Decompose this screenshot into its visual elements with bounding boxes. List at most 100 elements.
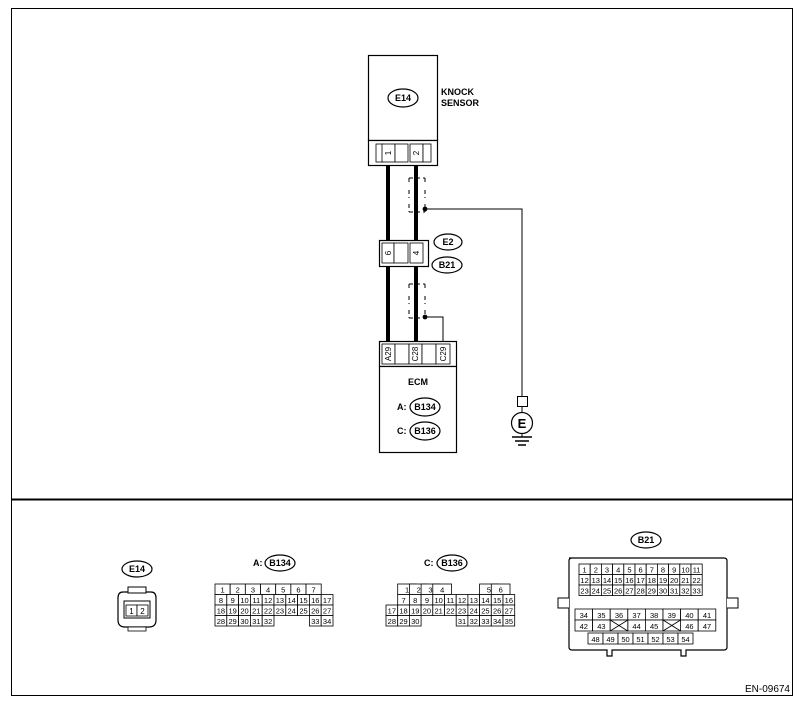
knock-sensor-pin-1: 1 — [384, 150, 393, 155]
knock-sensor-label-line2: SENSOR — [441, 98, 480, 108]
b21-pin-13: 13 — [592, 576, 600, 585]
b21-pin-44: 44 — [632, 622, 640, 631]
knock-sensor: E14 KNOCK SENSOR 1 2 — [367, 54, 480, 167]
b136-pin-19: 19 — [411, 606, 419, 615]
pin-cell — [320, 615, 334, 627]
b21-pin-26: 26 — [614, 586, 622, 595]
connector-cavity — [422, 143, 432, 163]
connector-label-b21: B21 — [439, 260, 456, 270]
b21-pin-18: 18 — [648, 576, 656, 585]
b136-pin-1: 1 — [405, 585, 409, 594]
connector-view-b21-label: B21 — [638, 535, 655, 545]
joint-pin-4: 4 — [412, 250, 421, 255]
b136-pin-14: 14 — [481, 596, 489, 605]
b134-pin-25: 25 — [299, 606, 307, 615]
b136-pin-33: 33 — [481, 617, 489, 626]
connector-oval-b136-view — [436, 554, 468, 572]
b136-pin-6: 6 — [499, 585, 503, 594]
e14-bottom-key — [127, 626, 147, 632]
b21-pin-39: 39 — [668, 611, 676, 620]
knock-sensor-pin-2: 2 — [412, 150, 421, 155]
outer-frame — [11, 8, 793, 696]
b21-pin-51: 51 — [636, 635, 644, 644]
connector-oval-b21-view — [630, 531, 662, 549]
b136-pin-15: 15 — [493, 596, 501, 605]
b21-pin-22: 22 — [692, 576, 700, 585]
b136-pin-2: 2 — [417, 585, 421, 594]
blank-cross — [609, 619, 629, 632]
pin-cell — [409, 242, 424, 264]
pin-cell — [408, 615, 422, 627]
b21-pin-14: 14 — [603, 576, 611, 585]
b134-pin-30: 30 — [240, 617, 248, 626]
b134-pin-2: 2 — [236, 585, 240, 594]
b136-pin-13: 13 — [470, 596, 478, 605]
b136-pin-11: 11 — [446, 596, 454, 605]
b21-pin-38: 38 — [650, 611, 658, 620]
pin-cell — [677, 632, 694, 645]
ground-symbol-label: E — [518, 416, 527, 431]
b21-pin-25: 25 — [603, 586, 611, 595]
b136-pin-21: 21 — [434, 606, 442, 615]
b134-pin-21: 21 — [252, 606, 260, 615]
b21-pin-7: 7 — [650, 565, 654, 574]
b136-pin-30: 30 — [411, 617, 419, 626]
b21-pin-36: 36 — [615, 611, 623, 620]
b134-pin-32: 32 — [264, 617, 272, 626]
pin-cell — [502, 615, 516, 627]
b134-pin-19: 19 — [229, 606, 237, 615]
b136-pin-28: 28 — [388, 617, 396, 626]
connector-cavity — [394, 143, 409, 163]
connector-cavity — [421, 343, 437, 365]
connector-cavity — [393, 242, 409, 264]
b136-pin-9: 9 — [425, 596, 429, 605]
b134-pin-22: 22 — [264, 606, 272, 615]
b21-pin-15: 15 — [614, 576, 622, 585]
b134-pin-27: 27 — [323, 606, 331, 615]
connector-view-b134-prefix: A: — [253, 558, 263, 568]
b21-pin-30: 30 — [659, 586, 667, 595]
connector-oval-e14-view — [121, 560, 153, 578]
b21-pin-11: 11 — [693, 565, 701, 574]
b21-pin-48: 48 — [591, 635, 599, 644]
b134-pin-12: 12 — [264, 596, 272, 605]
b134-pin-34: 34 — [323, 617, 331, 626]
b21-pin-17: 17 — [636, 576, 644, 585]
b21-pin-12: 12 — [580, 576, 588, 585]
b21-pin-20: 20 — [670, 576, 678, 585]
b134-pin-18: 18 — [217, 606, 225, 615]
b21-pin-6: 6 — [639, 565, 643, 574]
ecm-conn-a-prefix: A: — [397, 402, 407, 412]
b21-pin-27: 27 — [625, 586, 633, 595]
b134-pin-8: 8 — [219, 596, 223, 605]
ecm-label: ECM — [408, 377, 428, 387]
b21-left-tab — [557, 597, 569, 609]
b21-pin-23: 23 — [580, 586, 588, 595]
ecm: A29 C28 C29 ECM A: B134 C: B136 — [378, 340, 458, 454]
b136-pin-7: 7 — [401, 596, 405, 605]
b21-pin-21: 21 — [681, 576, 689, 585]
connector-oval-b134-view — [264, 554, 296, 572]
connector-cavity — [394, 343, 410, 365]
b134-pin-9: 9 — [231, 596, 235, 605]
b136-pin-8: 8 — [413, 596, 417, 605]
b21-pin-54: 54 — [681, 635, 689, 644]
b21-pin-32: 32 — [681, 586, 689, 595]
b134-pin-23: 23 — [276, 606, 284, 615]
b21-pin-9: 9 — [672, 565, 676, 574]
connector-oval-b21 — [431, 256, 463, 274]
b21-pin-8: 8 — [661, 565, 665, 574]
b21-pin-19: 19 — [659, 576, 667, 585]
b134-pin-28: 28 — [217, 617, 225, 626]
b136-pin-32: 32 — [470, 617, 478, 626]
b21-pin-46: 46 — [685, 622, 693, 631]
shield-sleeve-lower — [408, 283, 426, 319]
ecm-conn-c-prefix: C: — [397, 426, 407, 436]
b136-pin-31: 31 — [458, 617, 466, 626]
connector-view-b136-label: B136 — [441, 558, 463, 568]
b136-pin-24: 24 — [470, 606, 478, 615]
